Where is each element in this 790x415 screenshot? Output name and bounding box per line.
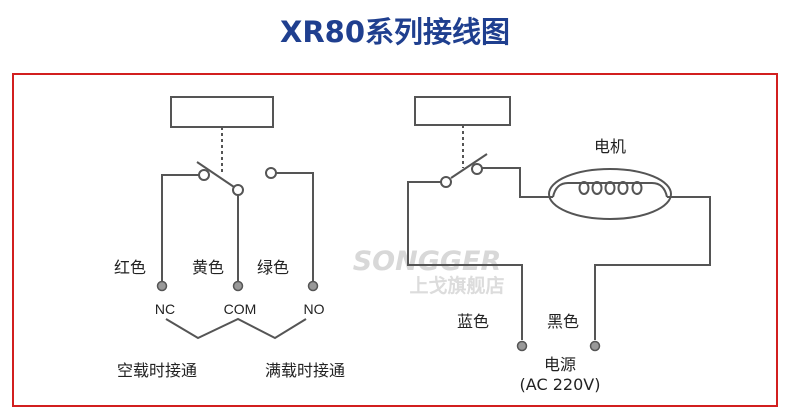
motor-wire-in: [482, 167, 553, 198]
switch-blade: [196, 161, 235, 188]
page-title: XR80系列接线图: [280, 15, 510, 49]
sensor-box: [170, 96, 274, 128]
power-label: 电源: [544, 355, 576, 374]
motor-diagram: 电机 蓝色 黑色 电源 (AC 220V): [407, 96, 711, 394]
wire-label-green: 绿色: [257, 258, 289, 277]
switch-contact-left: [440, 176, 452, 188]
bracket-lines: [165, 317, 307, 340]
black-wire: [594, 196, 711, 340]
nc-wire: [161, 174, 199, 281]
terminal-nc: [156, 280, 168, 292]
sensor-box: [414, 96, 511, 126]
terminal-label-no: NO: [304, 301, 325, 317]
motor-symbol: [548, 168, 672, 220]
wire-label-blue: 蓝色: [457, 312, 489, 331]
no-contact: [265, 167, 277, 179]
motor-coil: [578, 181, 643, 195]
terminal-black: [589, 340, 601, 352]
switch-contact-right: [471, 163, 483, 175]
watermark-brand: SONGGER: [353, 246, 502, 277]
terminal-label-nc: NC: [155, 301, 175, 317]
note-full-load: 满载时接通: [265, 361, 345, 380]
terminal-label-com: COM: [224, 301, 257, 317]
com-contact: [232, 184, 244, 196]
terminal-blue: [516, 340, 528, 352]
power-spec: (AC 220V): [520, 375, 601, 394]
watermark-shop: 上戈旗舰店: [409, 274, 504, 297]
relay-diagram: 红色 黄色 绿色 NC COM NO 空载时接通 满载时接通: [114, 96, 345, 380]
wire-label-red: 红色: [114, 258, 146, 277]
wire-label-yellow: 黄色: [192, 258, 224, 277]
no-wire: [276, 172, 314, 281]
terminal-com: [232, 280, 244, 292]
note-no-load: 空载时接通: [117, 361, 197, 380]
terminal-no: [307, 280, 319, 292]
wire-label-black: 黑色: [547, 312, 579, 331]
switch-blade: [450, 153, 488, 179]
nc-contact: [198, 169, 210, 181]
frame: [12, 73, 778, 407]
blue-wire: [407, 181, 523, 340]
motor-label: 电机: [594, 137, 626, 156]
